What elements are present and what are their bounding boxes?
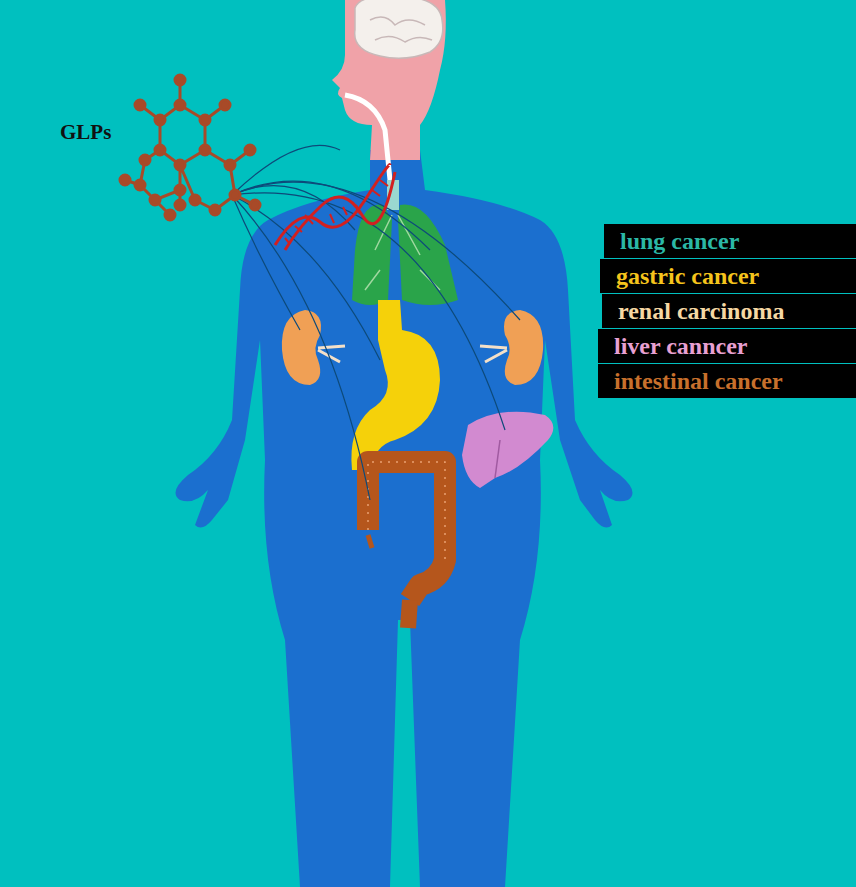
legend-band: lung cancer xyxy=(604,224,856,258)
legend-band: gastric cancer xyxy=(600,259,856,293)
glps-molecule xyxy=(120,75,260,220)
liver xyxy=(462,412,553,488)
brain xyxy=(355,0,443,58)
body-silhouette xyxy=(176,150,633,887)
legend-band: renal carcinoma xyxy=(602,294,856,328)
lung xyxy=(352,205,392,305)
kidney xyxy=(282,310,321,385)
legend-band: intestinal cancer xyxy=(598,364,856,398)
cancer-label: renal carcinoma xyxy=(618,298,856,325)
molecule-label: GLPs xyxy=(60,120,111,145)
intestine xyxy=(368,462,445,600)
cancer-label: liver canncer xyxy=(614,333,856,360)
cancer-label: gastric cancer xyxy=(616,263,856,290)
stomach xyxy=(351,300,440,470)
legend-band: liver canncer xyxy=(598,329,856,363)
dna-helix xyxy=(275,165,395,250)
cancer-label: intestinal cancer xyxy=(614,368,856,395)
kidney xyxy=(504,310,543,385)
cancer-label: lung cancer xyxy=(620,228,856,255)
leader-lines xyxy=(232,145,520,500)
